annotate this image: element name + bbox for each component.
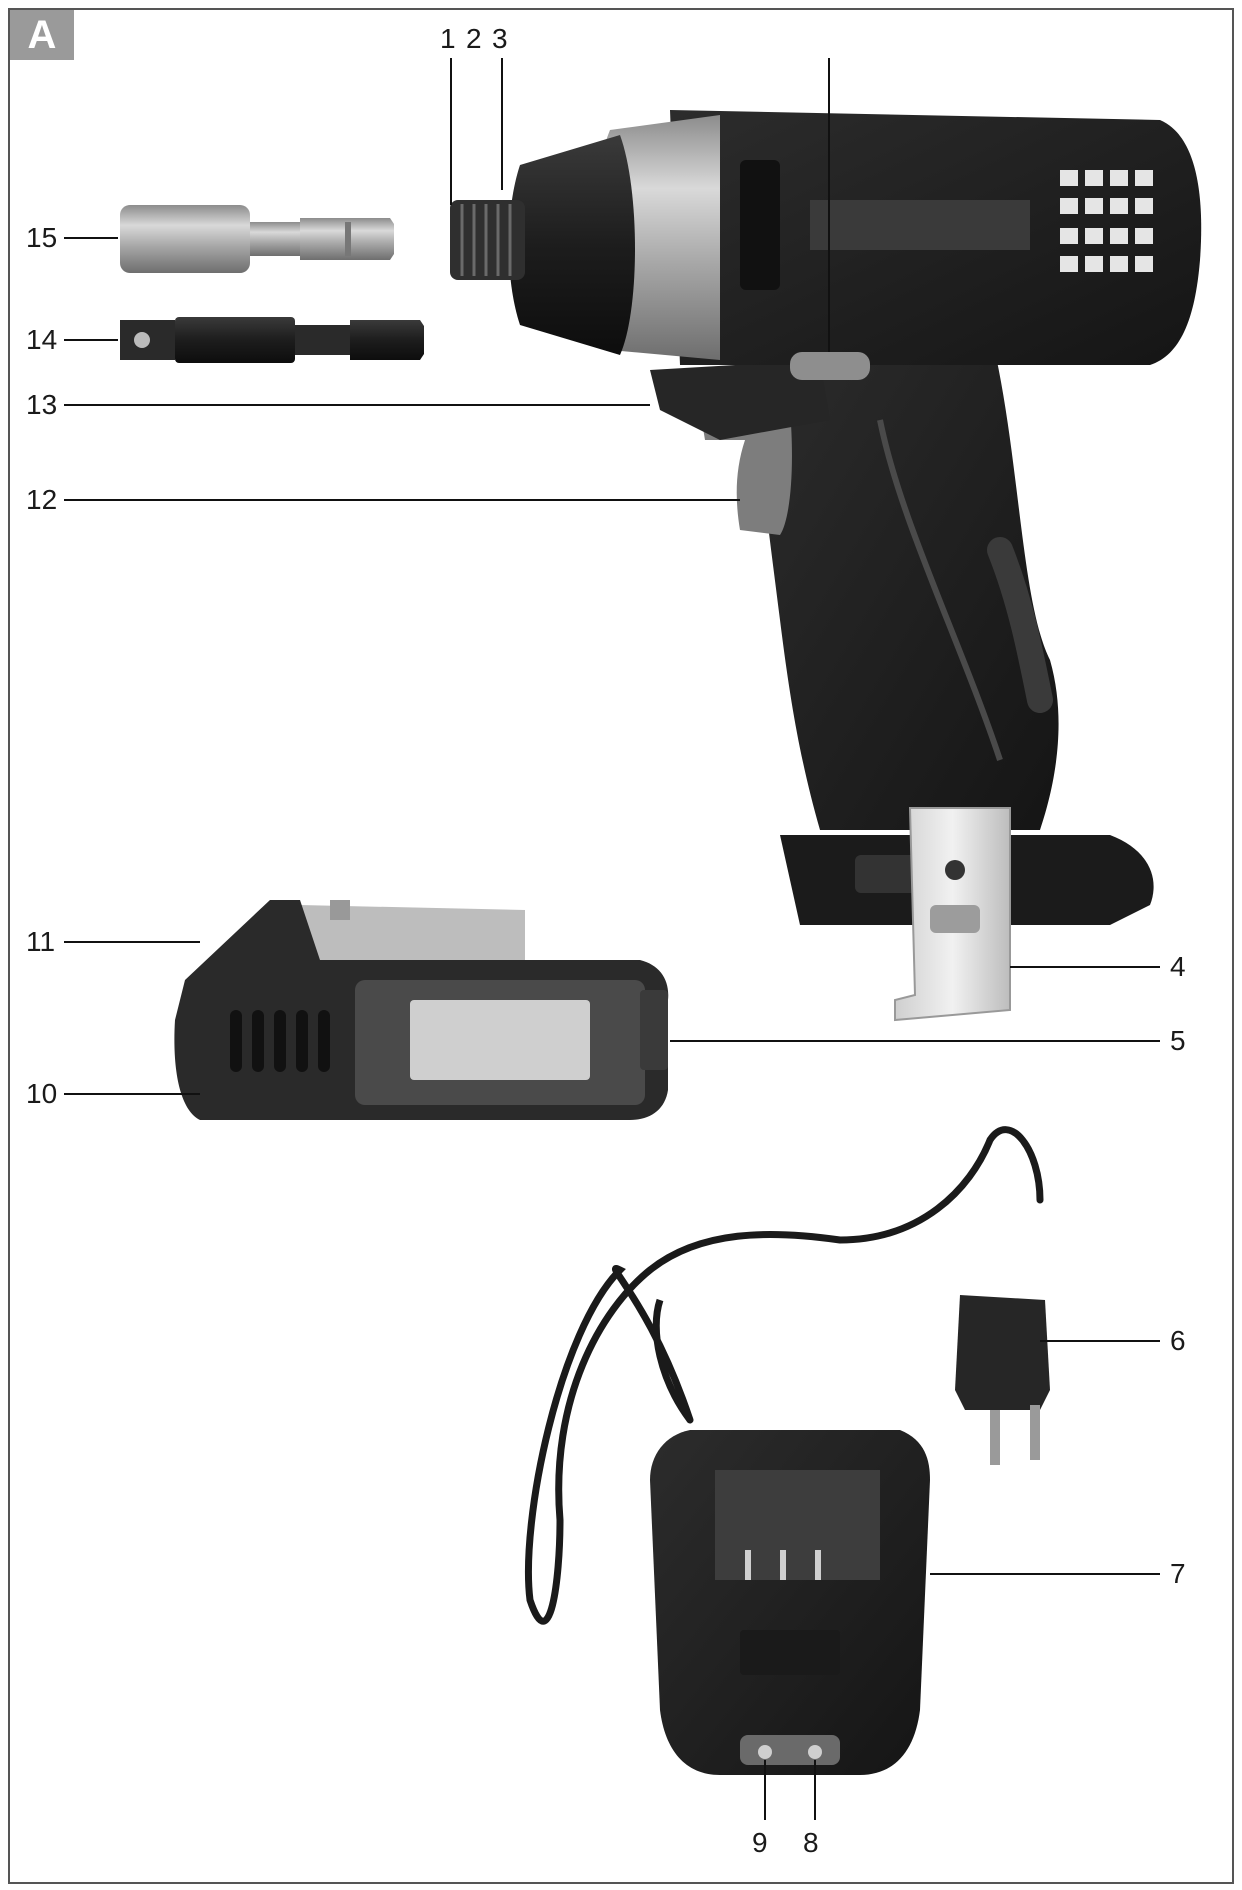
callout-8: 8 [803,1827,819,1858]
battery-pack [174,900,669,1120]
callout-4: 4 [1170,951,1186,982]
impact-driver [450,110,1202,925]
leader-lines [64,58,1160,1820]
callout-13: 13 [26,389,58,420]
callout-14: 14 [26,324,58,355]
battery-charger [524,1126,1050,1775]
belt-clip [894,807,1011,1022]
figure-badge: A [10,10,74,60]
callout-2: 2 [466,23,482,54]
callout-15: 15 [26,222,58,253]
callout-3: 3 [492,23,508,54]
callout-7: 7 [1170,1558,1186,1589]
callout-1: 1 [440,23,456,54]
callout-10: 10 [26,1078,58,1109]
socket-adapter-bit [120,317,424,363]
callout-11: 11 [26,926,56,957]
callout-12: 12 [26,484,58,515]
nut-setter-bit [120,205,394,273]
callout-5: 5 [1170,1025,1186,1056]
callout-9: 9 [752,1827,768,1858]
callout-6: 6 [1170,1325,1186,1356]
figure-frame [8,8,1234,1884]
